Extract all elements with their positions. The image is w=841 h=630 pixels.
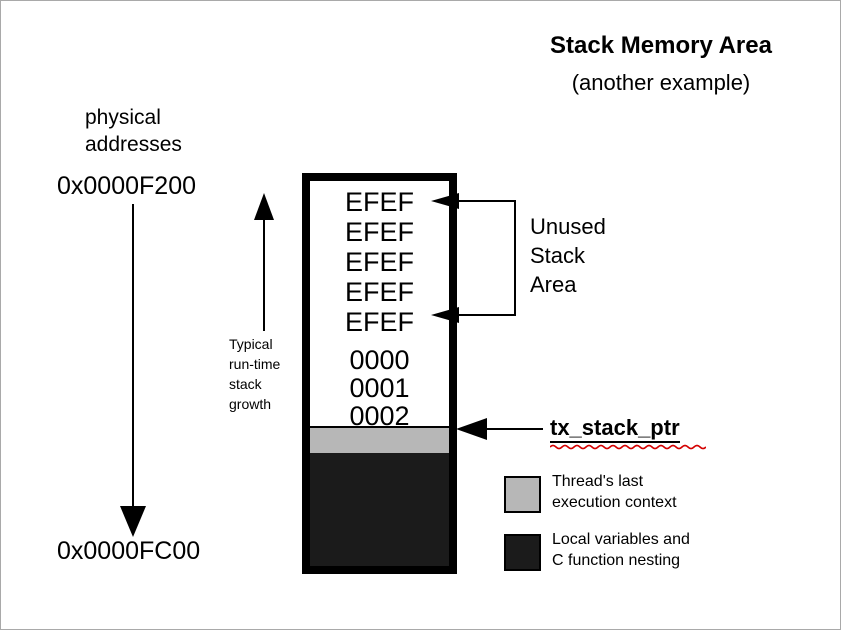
stack-growth-label: Typical run-time stack growth	[229, 336, 281, 412]
address-bottom-value: 0x0000FC00	[57, 537, 201, 565]
page-subtitle: (another example)	[571, 70, 751, 95]
arrow-left-icon	[431, 193, 459, 209]
physical-addresses-label: physical addresses	[85, 106, 182, 156]
bracket-line-vertical	[514, 200, 516, 316]
local-variables-fill	[310, 453, 449, 566]
stack-value-row: 0001	[349, 373, 410, 403]
used-stack-values: 0000 0001 0002	[310, 346, 449, 430]
arrow-down-icon	[120, 506, 146, 537]
bracket-line-top	[456, 200, 515, 202]
stack-value-row: 0002	[349, 401, 410, 431]
stack-pointer-arrow-line	[484, 428, 543, 430]
unused-stack-values: EFEF EFEF EFEF EFEF EFEF	[310, 181, 449, 337]
title-block: Stack Memory Area (another example)	[481, 32, 840, 96]
arrow-left-icon	[456, 418, 487, 440]
stack-value-row: EFEF	[344, 307, 414, 337]
bracket-line-bottom	[456, 314, 515, 316]
legend-swatch-context	[504, 476, 541, 513]
stack-value-row: EFEF	[344, 187, 414, 217]
thread-context-band	[310, 426, 449, 453]
legend-label-context: Thread's last execution context	[552, 473, 677, 511]
arrow-up-icon	[254, 193, 274, 220]
stack-pointer-label: tx_stack_ptr	[550, 415, 680, 443]
unused-stack-area-label: Unused Stack Area	[530, 214, 606, 297]
stack-values: EFEF EFEF EFEF EFEF EFEF 0000 0001 0002	[310, 181, 449, 430]
stack-memory-box: EFEF EFEF EFEF EFEF EFEF 0000 0001 0002	[302, 173, 457, 574]
stack-growth-arrow-line	[263, 217, 265, 331]
spellcheck-squiggle-icon	[550, 444, 706, 450]
arrow-left-icon	[431, 307, 459, 323]
stack-value-row: EFEF	[344, 217, 414, 247]
stack-value-row: 0000	[349, 345, 410, 375]
page-title: Stack Memory Area	[550, 32, 772, 59]
address-top-value: 0x0000F200	[57, 172, 197, 200]
legend-label-locals: Local variables and C function nesting	[552, 531, 690, 569]
stack-value-row: EFEF	[344, 277, 414, 307]
address-range-arrow-line	[132, 204, 134, 507]
stack-value-row: EFEF	[344, 247, 414, 277]
legend-swatch-locals	[504, 534, 541, 571]
